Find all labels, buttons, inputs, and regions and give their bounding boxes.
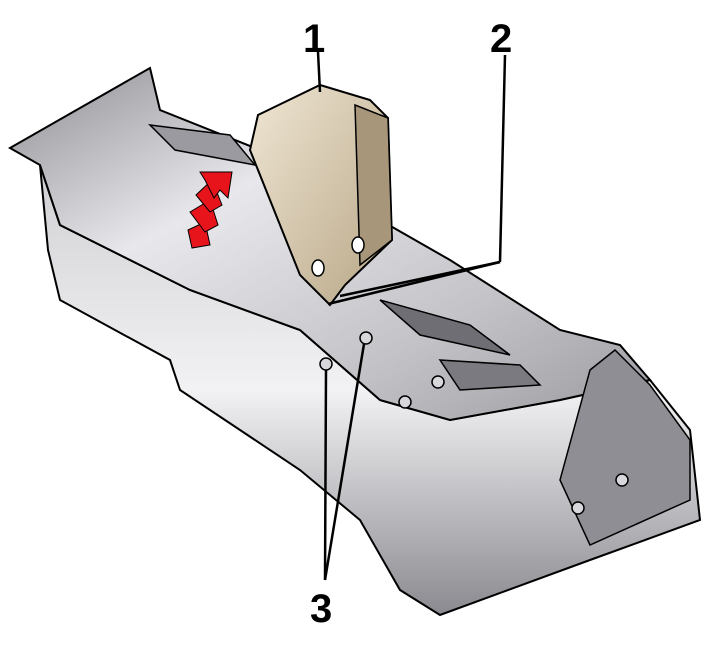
tray-slot bbox=[438, 359, 542, 391]
cupholder-slot bbox=[379, 299, 511, 356]
pin bbox=[398, 395, 412, 409]
pin bbox=[571, 501, 585, 515]
pin bbox=[615, 473, 629, 487]
armrest-part bbox=[248, 83, 394, 307]
leader-lines bbox=[316, 51, 507, 581]
armrest-hole bbox=[351, 236, 365, 254]
callout-3: 3 bbox=[310, 587, 332, 631]
pin bbox=[319, 357, 333, 371]
callout-1: 1 bbox=[303, 17, 325, 61]
pin bbox=[431, 375, 445, 389]
callout-2: 2 bbox=[490, 17, 512, 61]
armrest-hole bbox=[311, 259, 325, 277]
direction-arrow-icon bbox=[187, 171, 233, 249]
mounting-pins bbox=[319, 331, 629, 515]
pin bbox=[359, 331, 373, 345]
console-front-opening bbox=[559, 348, 691, 546]
